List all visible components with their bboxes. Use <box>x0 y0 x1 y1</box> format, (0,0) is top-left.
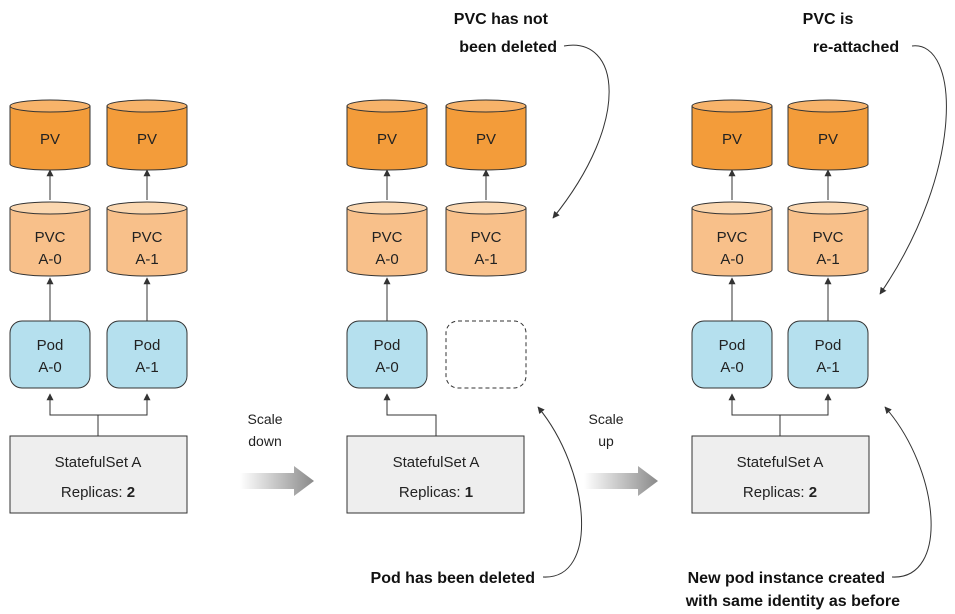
pvc-label: PVC <box>372 229 403 246</box>
pod-label: Pod <box>37 337 64 354</box>
pv-label: PV <box>476 131 496 148</box>
annotation-text: PVC is <box>803 11 854 28</box>
pod-a0: Pod A-0 <box>9 320 91 389</box>
pv-right-cylinder: PV <box>787 99 869 171</box>
pvc-id-label: A-0 <box>720 251 743 268</box>
annotation-arrow <box>537 406 582 578</box>
pvc-label: PVC <box>813 229 844 246</box>
annotation-arrow <box>552 44 610 219</box>
pv-label: PV <box>137 131 157 148</box>
replicas-value: 1 <box>465 484 473 501</box>
pod-a0: Pod A-0 <box>346 320 428 389</box>
pod-id-label: A-0 <box>38 359 61 376</box>
pod-id-label: A-1 <box>135 359 158 376</box>
annotation-text: re-attached <box>813 39 899 56</box>
panel-before-arrows <box>46 169 151 436</box>
scale-label: Scale <box>247 411 282 427</box>
annotation-text: been deleted <box>459 39 557 56</box>
arrow <box>383 393 437 436</box>
annotation-pod-deleted: Pod has been deleted <box>371 406 582 587</box>
arrow <box>780 393 832 416</box>
pv-right-cylinder: PV <box>106 99 188 171</box>
replicas-label: Replicas: <box>743 484 809 501</box>
annotation-text: New pod instance created <box>688 570 885 587</box>
pvc-a0-cylinder: PVC A-0 <box>346 201 428 277</box>
statefulset-box: StatefulSet A Replicas: 2 <box>691 435 870 514</box>
pv-label: PV <box>40 131 60 148</box>
pvc-label: PVC <box>717 229 748 246</box>
direction-label: down <box>248 433 281 449</box>
pvc-id-label: A-1 <box>474 251 497 268</box>
pvc-a0-cylinder: PVC A-0 <box>9 201 91 277</box>
statefulset-box: StatefulSet A Replicas: 1 <box>346 435 525 514</box>
statefulset-name: StatefulSet A <box>737 454 824 471</box>
pvc-a1-cylinder: PVC A-1 <box>106 201 188 277</box>
replicas-value: 2 <box>809 484 817 501</box>
pv-left-cylinder: PV <box>691 99 773 171</box>
annotation-text: with same identity as before <box>685 593 900 610</box>
annotation-new-pod: New pod instance created with same ident… <box>685 406 932 610</box>
arrow <box>728 393 781 436</box>
arrow <box>46 393 99 436</box>
panel-scaled-up-arrows <box>728 169 832 436</box>
panel-scaled-up: PV PV PVC A-0 PVC A-1 Pod A-0 Pod A-1 <box>691 99 870 514</box>
statefulset-box: StatefulSet A Replicas: 2 <box>9 435 188 514</box>
pv-label: PV <box>818 131 838 148</box>
replicas-label: Replicas: <box>399 484 465 501</box>
pv-left-cylinder: PV <box>9 99 91 171</box>
pvc-label: PVC <box>471 229 502 246</box>
scale-up-transition: Scale up <box>584 411 658 496</box>
scale-arrow-icon <box>240 466 314 496</box>
pvc-label: PVC <box>35 229 66 246</box>
scale-label: Scale <box>588 411 623 427</box>
direction-label: up <box>598 433 614 449</box>
annotation-arrow <box>879 45 947 295</box>
pvc-a1-cylinder: PVC A-1 <box>787 201 869 277</box>
panel-scaled-down-arrows <box>383 169 490 436</box>
pvc-id-label: A-0 <box>375 251 398 268</box>
statefulset-name: StatefulSet A <box>393 454 480 471</box>
replicas-text: Replicas: 2 <box>61 484 135 501</box>
replicas-label: Replicas: <box>61 484 127 501</box>
pvc-a0-cylinder: PVC A-0 <box>691 201 773 277</box>
pvc-label: PVC <box>132 229 163 246</box>
arrow <box>98 393 151 416</box>
pvc-a1-cylinder: PVC A-1 <box>445 201 527 277</box>
annotation-text: Pod has been deleted <box>371 570 535 587</box>
pvc-id-label: A-1 <box>135 251 158 268</box>
pod-label: Pod <box>374 337 401 354</box>
pod-a1: Pod A-1 <box>106 320 188 389</box>
pvc-id-label: A-0 <box>38 251 61 268</box>
panel-before: PV PV PVC A-0 PVC A-1 Pod A-0 Pod <box>9 99 188 514</box>
pod-label: Pod <box>815 337 842 354</box>
pod-id-label: A-0 <box>720 359 743 376</box>
pv-left-cylinder: PV <box>346 99 428 171</box>
replicas-value: 2 <box>127 484 135 501</box>
statefulset-name: StatefulSet A <box>55 454 142 471</box>
pv-label: PV <box>377 131 397 148</box>
pod-id-label: A-1 <box>816 359 839 376</box>
deleted-pod-placeholder <box>445 320 527 389</box>
annotation-text: PVC has not <box>454 11 549 28</box>
pod-label: Pod <box>134 337 161 354</box>
replicas-text: Replicas: 2 <box>743 484 817 501</box>
annotation-pvc-not-deleted: PVC has not been deleted <box>454 11 610 219</box>
pv-right-cylinder: PV <box>445 99 527 171</box>
pod-a0: Pod A-0 <box>691 320 773 389</box>
replicas-text: Replicas: 1 <box>399 484 473 501</box>
pod-label: Pod <box>719 337 746 354</box>
pod-a1: Pod A-1 <box>787 320 869 389</box>
scale-down-transition: Scale down <box>240 411 314 496</box>
panel-scaled-down: PV PV PVC A-0 PVC A-1 Pod A-0 StatefulSe… <box>346 99 527 514</box>
pv-label: PV <box>722 131 742 148</box>
annotation-arrow <box>884 406 932 578</box>
pvc-id-label: A-1 <box>816 251 839 268</box>
pod-id-label: A-0 <box>375 359 398 376</box>
scale-arrow-icon <box>584 466 658 496</box>
annotation-pvc-reattached: PVC is re-attached <box>803 11 947 295</box>
